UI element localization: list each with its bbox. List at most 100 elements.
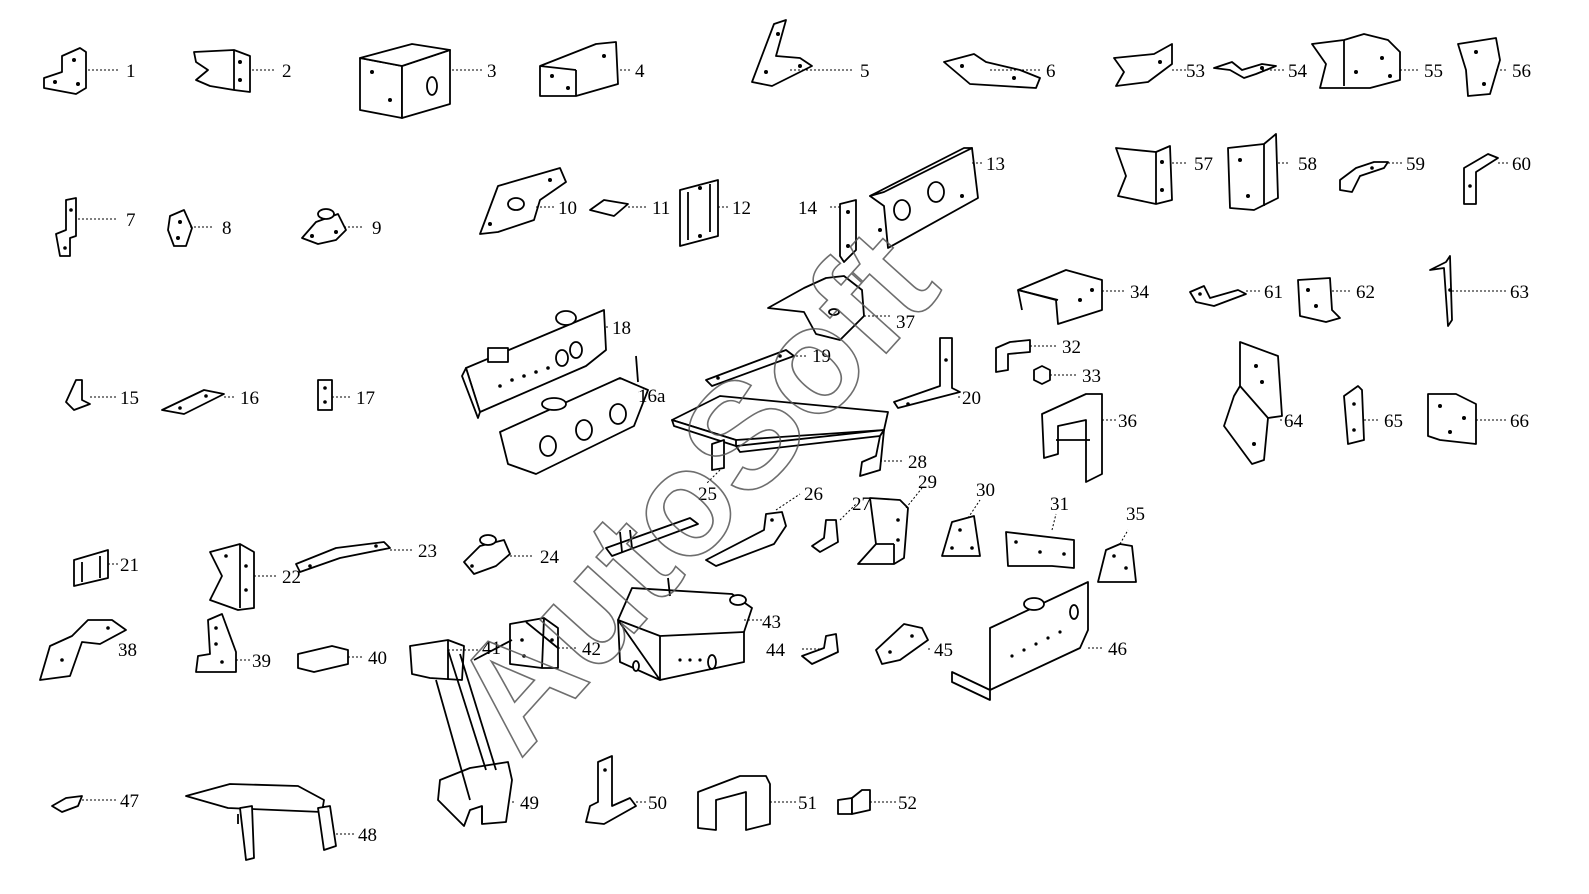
watermark-text: AutoSoft: [419, 199, 967, 782]
leader-line-29: [905, 487, 923, 509]
part-64: [1223, 341, 1283, 465]
callout-label-12: 12: [732, 198, 751, 219]
callout-label-45: 45: [934, 640, 953, 661]
callout-label-27: 27: [852, 494, 871, 515]
callout-label-46: 46: [1108, 639, 1127, 660]
part-8: [167, 209, 193, 247]
part-34: [1017, 269, 1103, 325]
part-51: [697, 775, 771, 831]
part-2: [193, 49, 251, 93]
callout-label-54: 54: [1288, 61, 1308, 82]
callout-label-51: 51: [798, 793, 817, 814]
part-61: [1189, 285, 1247, 307]
part-47: [51, 795, 83, 813]
leader-line-26: [775, 493, 801, 511]
callout-label-30: 30: [976, 480, 995, 501]
callout-label-10: 10: [558, 198, 577, 219]
part-16: [161, 389, 225, 415]
callout-label-18: 18: [612, 318, 631, 339]
part-16a: [499, 355, 649, 475]
part-38: [39, 619, 127, 681]
callout-label-34: 34: [1130, 282, 1150, 303]
callout-label-16a: 16a: [638, 386, 666, 407]
callout-label-20: 20: [962, 388, 981, 409]
part-13: [869, 147, 979, 249]
connector-line: [435, 679, 471, 801]
callout-label-59: 59: [1406, 154, 1425, 175]
callout-label-57: 57: [1194, 154, 1213, 175]
part-59: [1339, 161, 1389, 193]
callout-label-49: 49: [520, 793, 539, 814]
part-36: [1041, 393, 1103, 483]
part-12: [679, 179, 719, 247]
callout-label-56: 56: [1512, 61, 1531, 82]
part-65: [1343, 385, 1365, 445]
part-17: [317, 379, 333, 411]
callout-label-11: 11: [652, 198, 670, 219]
part-63: [1429, 255, 1453, 327]
connector-line: [459, 653, 497, 771]
part-66: [1427, 393, 1477, 445]
connector-line: [447, 649, 487, 771]
callout-label-5: 5: [860, 61, 870, 82]
callout-label-47: 47: [120, 791, 139, 812]
callout-label-64: 64: [1284, 411, 1304, 432]
callout-label-61: 61: [1264, 282, 1283, 303]
callout-label-13: 13: [986, 154, 1005, 175]
callout-label-40: 40: [368, 648, 387, 669]
part-60: [1463, 153, 1499, 205]
part-56: [1457, 37, 1501, 97]
callout-label-16: 16: [240, 388, 259, 409]
connector-line: [473, 639, 513, 661]
part-15: [65, 379, 91, 411]
part-9: [301, 208, 347, 245]
part-33: [1033, 365, 1051, 385]
callout-label-4: 4: [635, 61, 645, 82]
part-18: [461, 309, 607, 419]
callout-label-8: 8: [222, 218, 232, 239]
part-57: [1115, 145, 1173, 205]
part-28: [671, 395, 889, 477]
callout-label-24: 24: [540, 547, 560, 568]
part-41: [409, 639, 465, 681]
callout-label-15: 15: [120, 388, 139, 409]
part-5: [751, 19, 813, 87]
callout-label-48: 48: [358, 825, 377, 846]
callout-label-32: 32: [1062, 337, 1081, 358]
leader-line-25: [705, 469, 721, 485]
part-22: [209, 543, 255, 611]
part-29: [857, 497, 909, 565]
part-46: [951, 581, 1089, 701]
callout-label-31: 31: [1050, 494, 1069, 515]
callout-label-58: 58: [1298, 154, 1317, 175]
part-54: [1213, 61, 1277, 79]
callout-label-17: 17: [356, 388, 375, 409]
callout-label-9: 9: [372, 218, 382, 239]
part-48: [185, 783, 337, 861]
part-62: [1297, 277, 1341, 323]
part-6: [943, 53, 1041, 89]
callout-label-19: 19: [812, 346, 831, 367]
part-35: [1097, 543, 1137, 583]
part-14: [839, 199, 857, 263]
part-32: [995, 339, 1031, 373]
part-45: [875, 623, 929, 665]
callout-label-65: 65: [1384, 411, 1403, 432]
callout-label-28: 28: [908, 452, 927, 473]
part-3: [359, 43, 451, 119]
callout-label-62: 62: [1356, 282, 1375, 303]
callout-label-29: 29: [918, 472, 937, 493]
part-27: [811, 519, 839, 553]
part-11: [589, 199, 629, 217]
part-39: [195, 613, 237, 673]
leader-line-31: [1051, 513, 1057, 531]
part-7: [55, 197, 77, 257]
callout-label-25: 25: [698, 484, 717, 505]
callout-label-6: 6: [1046, 61, 1056, 82]
callout-label-35: 35: [1126, 504, 1145, 525]
callout-label-1: 1: [126, 61, 136, 82]
part-49: [437, 761, 513, 827]
part-43: [617, 577, 753, 681]
callout-label-44: 44: [766, 640, 786, 661]
